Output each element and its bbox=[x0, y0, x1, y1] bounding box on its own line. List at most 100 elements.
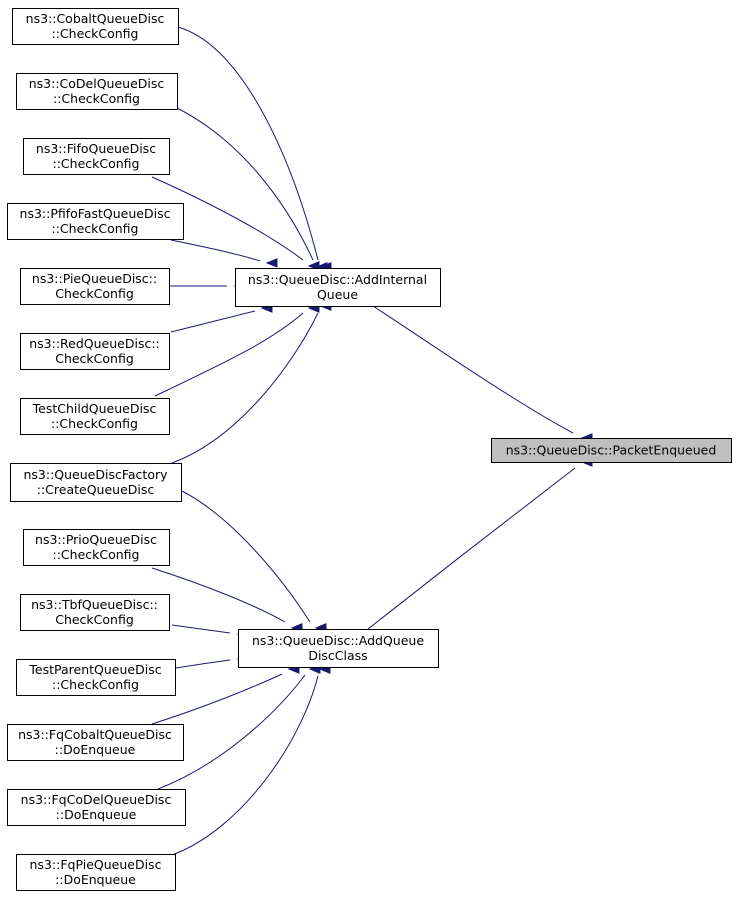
node-label-line: ns3::FqPieQueueDisc bbox=[30, 857, 162, 872]
node-label-line: ns3::QueueDisc::PacketEnqueued bbox=[506, 443, 717, 458]
node-label-line: CheckConfig bbox=[55, 612, 134, 627]
node-label-line: CheckConfig bbox=[55, 351, 134, 366]
node-fqcobalt-enqueue[interactable]: ns3::FqCobaltQueueDisc::DoEnqueue bbox=[7, 724, 184, 761]
edge-line bbox=[170, 310, 256, 333]
node-box bbox=[7, 789, 186, 826]
node-label-line: ns3::RedQueueDisc:: bbox=[29, 336, 160, 351]
node-label-line: ns3::FifoQueueDisc bbox=[36, 141, 156, 156]
arrow-head-icon bbox=[307, 261, 320, 271]
node-label-line: ::CheckConfig bbox=[53, 91, 140, 106]
node-fqpie-enqueue[interactable]: ns3::FqPieQueueDisc::DoEnqueue bbox=[16, 854, 176, 891]
edge-factory-create-to-add-internal-queue bbox=[171, 301, 332, 464]
edge-line bbox=[176, 107, 314, 261]
node-box bbox=[23, 138, 170, 175]
arrow-head-icon bbox=[265, 258, 278, 268]
edge-fifo-check-to-add-internal-queue bbox=[151, 176, 320, 271]
edge-pfifo-check-to-add-internal-queue bbox=[170, 239, 278, 268]
node-fifo-check[interactable]: ns3::FifoQueueDisc::CheckConfig bbox=[23, 138, 170, 175]
edge-cobalt-check-to-add-internal-queue bbox=[177, 26, 332, 272]
edge-line bbox=[151, 567, 286, 623]
node-pfifo-check[interactable]: ns3::PfifoFastQueueDisc::CheckConfig bbox=[7, 203, 184, 240]
edge-testparent-check-to-add-queue-disc-class bbox=[175, 654, 249, 669]
edge-prio-check-to-add-queue-disc-class bbox=[151, 567, 303, 633]
node-prio-check[interactable]: ns3::PrioQueueDisc::CheckConfig bbox=[23, 529, 170, 566]
edge-add-internal-queue-to-packet-enqueued bbox=[372, 305, 593, 443]
node-label-line: ::CheckConfig bbox=[52, 677, 139, 692]
edge-line bbox=[154, 312, 304, 397]
edge-factory-create-to-add-queue-disc-class bbox=[179, 489, 327, 633]
node-box bbox=[16, 854, 176, 891]
node-label-line: ns3::CoDelQueueDisc bbox=[29, 76, 165, 91]
edge-line bbox=[372, 305, 574, 434]
node-label-line: ::DoEnqueue bbox=[56, 807, 137, 822]
node-box bbox=[235, 268, 441, 307]
node-box bbox=[238, 629, 439, 668]
edge-fqpie-enqueue-to-add-queue-disc-class bbox=[171, 664, 331, 856]
node-label-line: ::DoEnqueue bbox=[55, 742, 136, 757]
node-box bbox=[12, 8, 179, 45]
node-box bbox=[16, 73, 178, 110]
node-red-check[interactable]: ns3::RedQueueDisc::CheckConfig bbox=[20, 333, 170, 370]
node-label-line: CheckConfig bbox=[55, 286, 134, 301]
node-label-line: ns3::QueueDisc::AddQueue bbox=[252, 633, 424, 648]
edge-pie-check-to-add-internal-queue bbox=[169, 281, 246, 291]
node-label-line: ::CheckConfig bbox=[53, 547, 140, 562]
node-label-line: Queue bbox=[317, 287, 358, 302]
node-codel-check[interactable]: ns3::CoDelQueueDisc::CheckConfig bbox=[16, 73, 178, 110]
node-cobalt-check[interactable]: ns3::CobaltQueueDisc::CheckConfig bbox=[12, 8, 179, 45]
node-label-line: ns3::QueueDiscFactory bbox=[23, 467, 168, 482]
node-label-line: ns3::QueueDisc::AddInternal bbox=[248, 272, 427, 287]
node-box bbox=[23, 529, 170, 566]
node-box bbox=[491, 438, 732, 463]
edge-line bbox=[171, 624, 231, 634]
edge-tbf-check-to-add-queue-disc-class bbox=[171, 624, 249, 639]
node-tbf-check[interactable]: ns3::TbfQueueDisc::CheckConfig bbox=[20, 594, 170, 631]
edge-line bbox=[177, 26, 319, 261]
node-box bbox=[10, 463, 182, 502]
node-label-line: ns3::PrioQueueDisc bbox=[35, 532, 157, 547]
edge-line bbox=[170, 239, 261, 262]
edge-line bbox=[157, 674, 306, 790]
node-label-line: ns3::TbfQueueDisc:: bbox=[31, 597, 158, 612]
edge-line bbox=[179, 489, 311, 623]
node-packet-enqueued: ns3::QueueDisc::PacketEnqueued bbox=[491, 438, 732, 463]
edge-line bbox=[171, 312, 319, 464]
node-box bbox=[20, 398, 170, 435]
node-label-line: TestChildQueueDisc bbox=[32, 401, 157, 416]
node-label-line: ::CheckConfig bbox=[53, 156, 140, 171]
node-label-line: ns3::FqCoDelQueueDisc bbox=[21, 792, 172, 807]
node-label-line: TestParentQueueDisc bbox=[28, 662, 161, 677]
node-label-line: ::CheckConfig bbox=[51, 416, 138, 431]
edge-line bbox=[367, 467, 576, 630]
node-label-line: ::CreateQueueDisc bbox=[37, 482, 155, 497]
nodes-layer: ns3::CobaltQueueDisc::CheckConfigns3::Co… bbox=[7, 8, 732, 891]
node-label-line: ::CheckConfig bbox=[52, 26, 139, 41]
node-label-line: ns3::PfifoFastQueueDisc bbox=[20, 206, 171, 221]
node-factory-create[interactable]: ns3::QueueDiscFactory::CreateQueueDisc bbox=[10, 463, 182, 502]
edge-line bbox=[151, 673, 283, 725]
edge-add-queue-disc-class-to-packet-enqueued bbox=[367, 457, 593, 630]
edge-line bbox=[151, 176, 304, 261]
edge-line bbox=[175, 659, 231, 669]
node-label-line: ns3::FqCobaltQueueDisc bbox=[18, 727, 172, 742]
edge-red-check-to-add-internal-queue bbox=[170, 303, 273, 333]
node-label-line: ns3::PieQueueDisc:: bbox=[32, 271, 157, 286]
node-label-line: ::DoEnqueue bbox=[55, 872, 136, 887]
node-box bbox=[20, 333, 170, 370]
node-pie-check[interactable]: ns3::PieQueueDisc::CheckConfig bbox=[20, 268, 170, 305]
node-box bbox=[7, 203, 184, 240]
node-box bbox=[7, 724, 184, 761]
node-testchild-check[interactable]: TestChildQueueDisc::CheckConfig bbox=[20, 398, 170, 435]
node-box bbox=[16, 659, 176, 696]
node-label-line: DiscClass bbox=[308, 648, 367, 663]
node-label-line: ::CheckConfig bbox=[52, 221, 139, 236]
node-fqcodel-enqueue[interactable]: ns3::FqCoDelQueueDisc::DoEnqueue bbox=[7, 789, 186, 826]
node-label-line: ns3::CobaltQueueDisc bbox=[26, 11, 165, 26]
node-box bbox=[20, 594, 170, 631]
node-testparent-check[interactable]: TestParentQueueDisc::CheckConfig bbox=[16, 659, 176, 696]
edge-testchild-check-to-add-internal-queue bbox=[154, 303, 320, 397]
edge-line bbox=[171, 675, 319, 856]
